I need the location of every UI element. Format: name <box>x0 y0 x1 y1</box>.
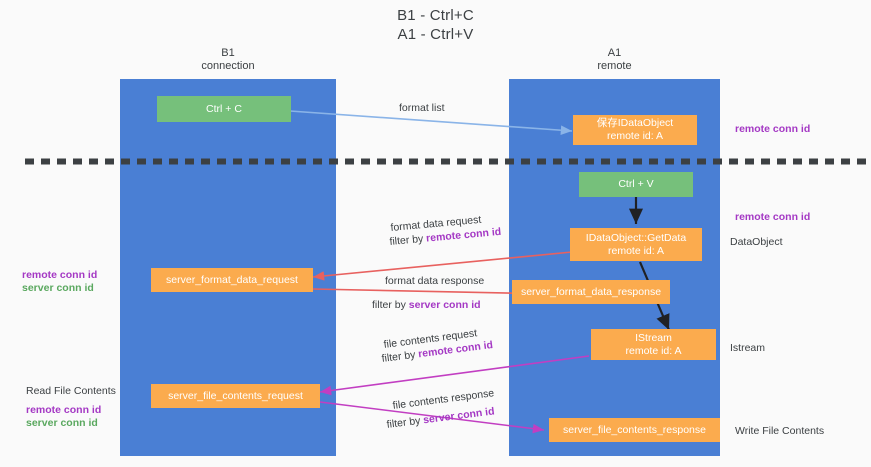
label-format-data-response-filter-key: server conn id <box>408 299 481 311</box>
annotation-left-remote-conn-id-mid: remote conn id <box>22 269 98 281</box>
box-idataobject-getdata-line1: IDataObject::GetData <box>585 231 687 244</box>
box-istream-line1: IStream <box>635 331 672 344</box>
column-header-b1-name: B1 <box>221 47 235 59</box>
annotation-left-server-conn-id-mid: server conn id <box>22 282 94 294</box>
label-file-contents-response-filter-prefix: filter by <box>386 414 424 431</box>
annotation-left-server-conn-id-bottom: server conn id <box>26 417 98 429</box>
column-header-b1-role: connection <box>201 60 255 72</box>
box-server-file-contents-request-label: server_file_contents_request <box>168 389 303 402</box>
annotation-right-remote-conn-id-mid: remote conn id <box>735 211 811 223</box>
box-ctrl-c[interactable]: Ctrl + C <box>157 96 291 122</box>
annotation-right-dataobject: DataObject <box>730 236 783 248</box>
box-server-format-data-request-label: server_format_data_request <box>166 273 298 286</box>
column-header-a1-role: remote <box>597 60 632 72</box>
label-format-data-request-filter-prefix: filter by <box>389 232 427 248</box>
annotation-left-remote-conn-id-bottom: remote conn id <box>26 404 102 416</box>
box-server-file-contents-response[interactable]: server_file_contents_response <box>549 418 720 442</box>
title-line-1: B1 - Ctrl+C <box>397 7 474 24</box>
label-format-data-response-filter: filter by server conn id <box>372 299 481 312</box>
box-ctrl-v[interactable]: Ctrl + V <box>579 172 693 197</box>
diagram-title: B1 - Ctrl+C A1 - Ctrl+V <box>0 6 871 44</box>
box-istream[interactable]: IStream remote id: A <box>591 329 716 360</box>
box-server-format-data-request[interactable]: server_format_data_request <box>151 268 313 292</box>
box-save-idataobject[interactable]: 保存IDataObject remote id: A <box>573 115 697 145</box>
title-line-2: A1 - Ctrl+V <box>397 26 474 43</box>
label-format-list: format list <box>399 102 445 114</box>
box-server-file-contents-response-label: server_file_contents_response <box>562 423 706 436</box>
box-ctrl-c-label: Ctrl + C <box>206 102 242 115</box>
annotation-left-read-file-contents: Read File Contents <box>26 385 116 397</box>
column-header-a1-name: A1 <box>607 47 622 59</box>
column-header-a1: A1 remote <box>509 47 720 73</box>
box-idataobject-getdata-line2: remote id: A <box>607 244 665 257</box>
annotation-right-remote-conn-id-top: remote conn id <box>735 123 811 135</box>
box-save-idataobject-line2: remote id: A <box>606 130 664 142</box>
label-file-contents-response-filter-key: server conn id <box>422 405 496 427</box>
box-server-format-data-response[interactable]: server_format_data_response <box>512 280 670 304</box>
box-idataobject-getdata[interactable]: IDataObject::GetData remote id: A <box>570 228 702 261</box>
annotation-right-write-file-contents: Write File Contents <box>735 425 825 437</box>
annotation-right-istream: Istream <box>730 342 766 354</box>
box-save-idataobject-line1: 保存IDataObject <box>596 117 674 129</box>
label-format-data-response-filter-prefix: filter by <box>372 299 409 311</box>
label-format-data-response: format data response <box>385 275 485 287</box>
box-server-file-contents-request[interactable]: server_file_contents_request <box>151 384 320 408</box>
column-header-b1: B1 connection <box>120 47 336 73</box>
box-ctrl-v-label: Ctrl + V <box>618 178 654 190</box>
box-istream-line2: remote id: A <box>625 344 682 357</box>
box-server-format-data-response-label: server_format_data_response <box>520 285 662 298</box>
